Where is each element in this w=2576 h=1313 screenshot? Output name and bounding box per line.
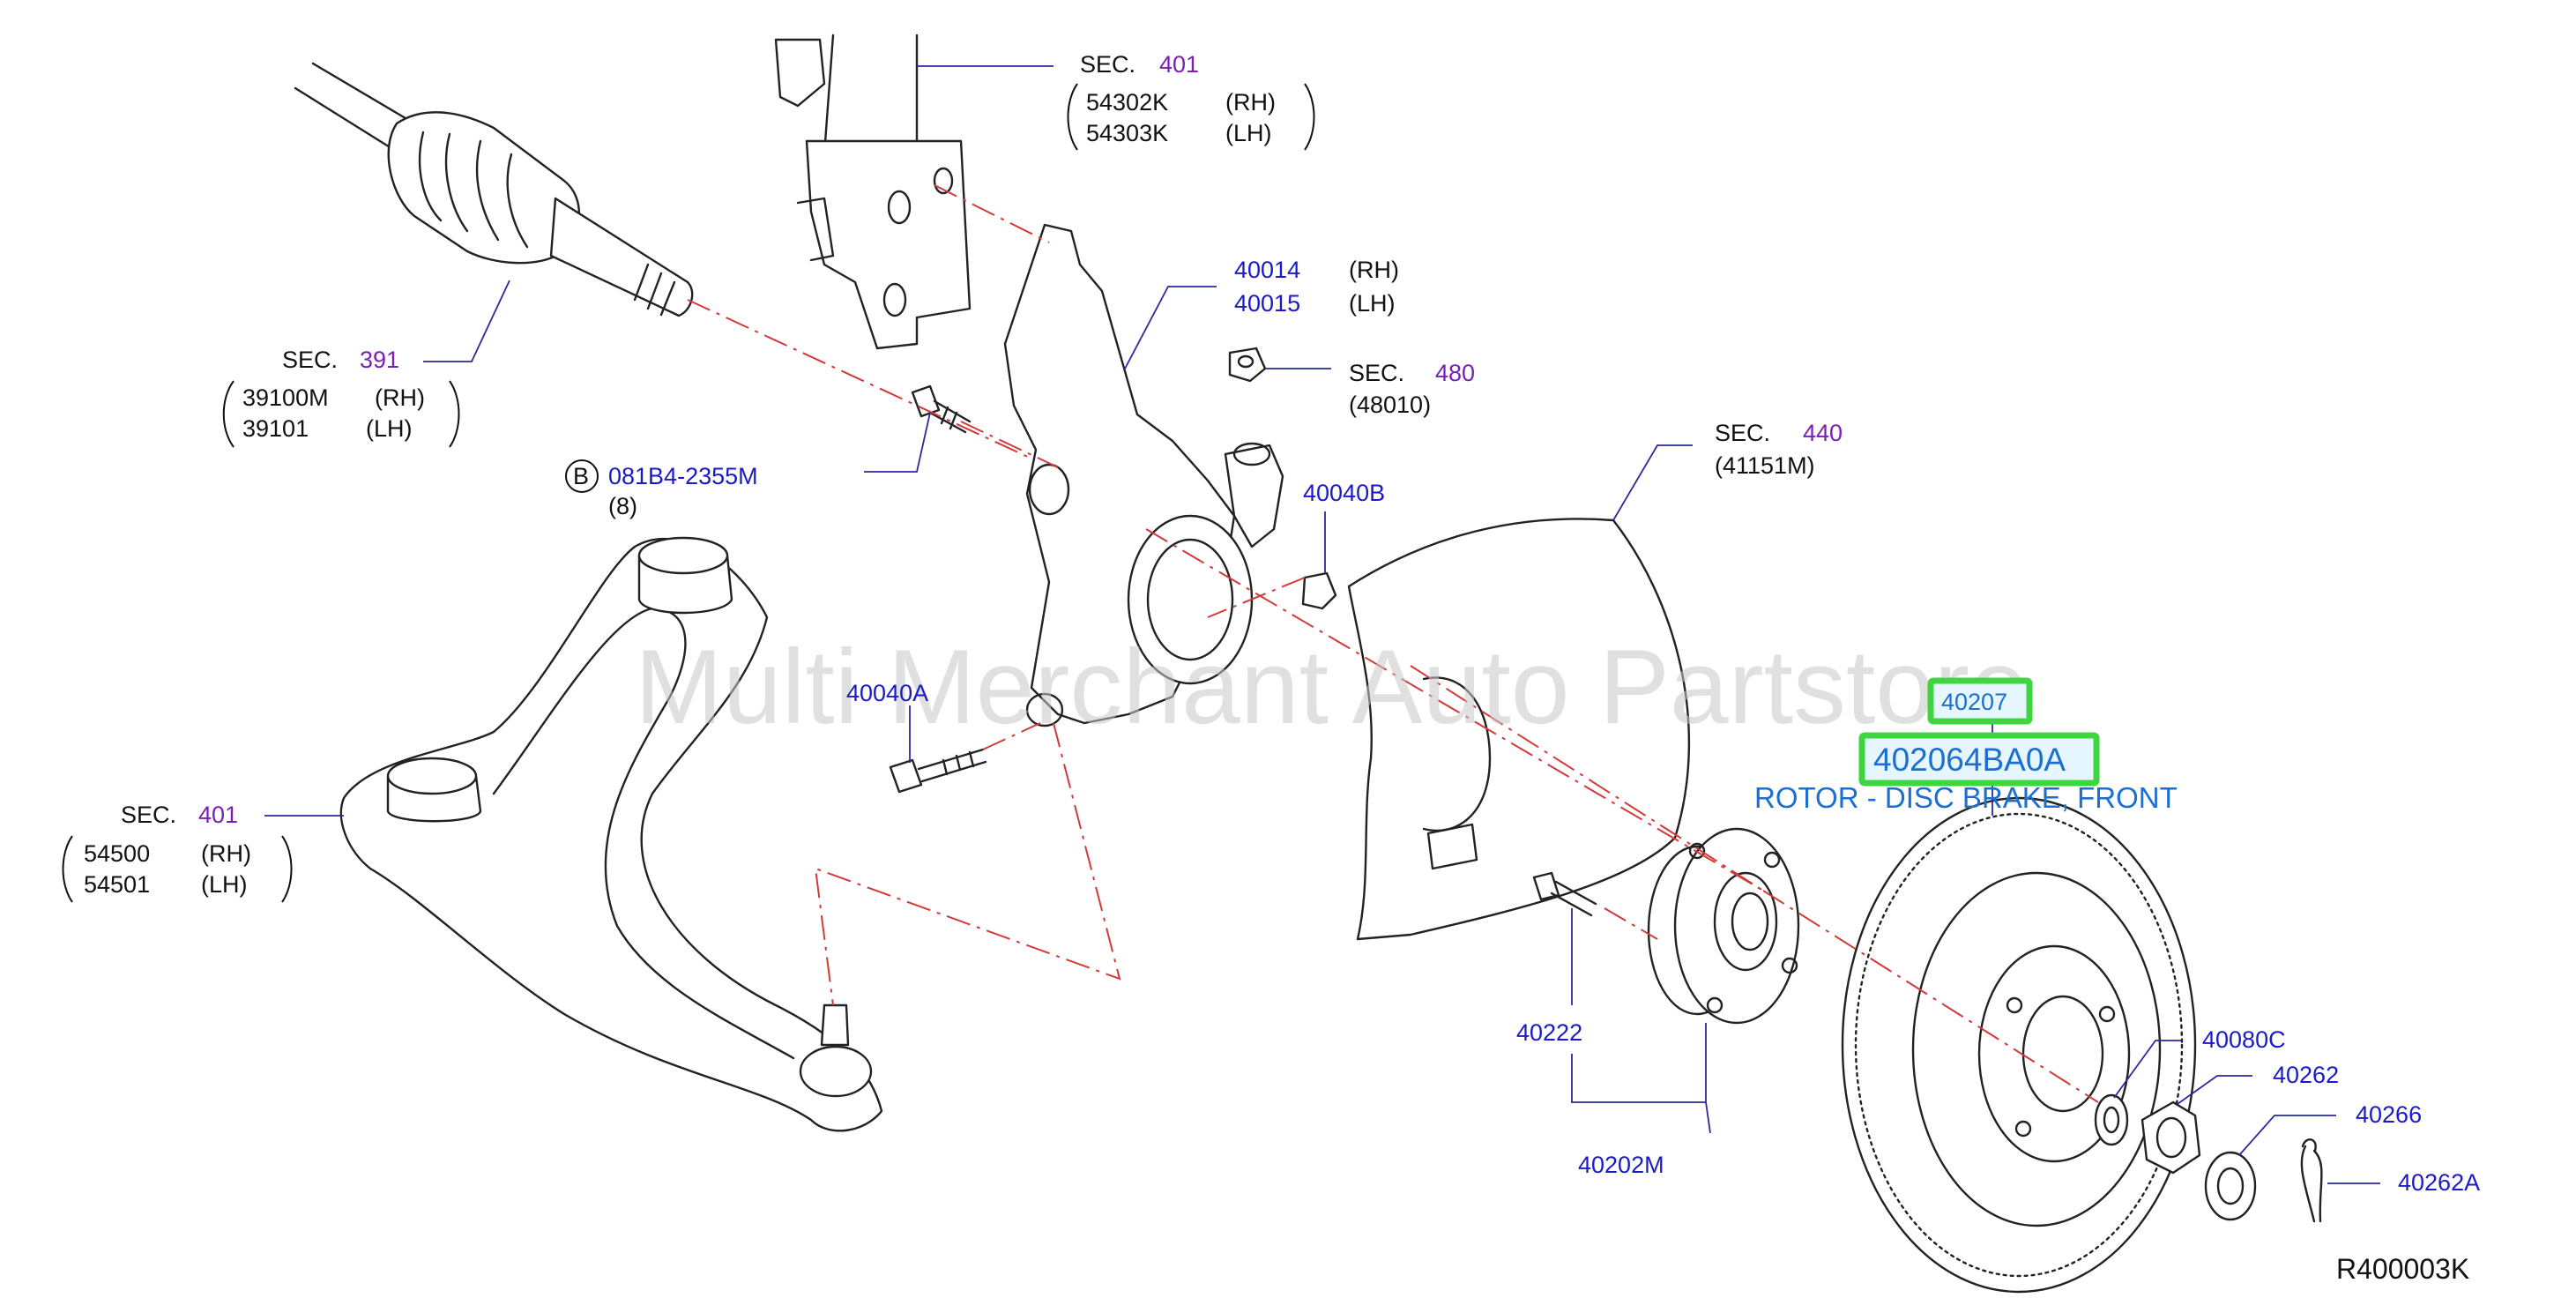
watermark: Multi Merchant Auto Partstore bbox=[635, 628, 2029, 746]
side-label: (LH) bbox=[1225, 120, 1272, 146]
wheel-hub bbox=[1647, 827, 1800, 1025]
part-number: 40266 bbox=[2356, 1101, 2422, 1128]
circle-marker bbox=[565, 459, 599, 493]
callout-dust-shield: SEC. 440 (41151M) bbox=[1612, 420, 1843, 521]
bolt-40040a bbox=[889, 748, 987, 794]
side-label: (RH) bbox=[1225, 89, 1276, 116]
rotor-ref-highlight bbox=[1927, 677, 2033, 725]
rotor-part-number[interactable]: 402064BA0A bbox=[1873, 742, 2066, 778]
callout-rotor[interactable]: 40207 402064BA0A ROTOR - DISC BRAKE, FRO… bbox=[1754, 677, 2178, 816]
circle-letter: B bbox=[573, 463, 589, 489]
callout-driveshaft: SEC. 391 39100M (RH) 39101 (LH) bbox=[222, 280, 510, 448]
sec-number: 480 bbox=[1435, 360, 1475, 386]
callout-hub-assy: 40202M bbox=[1571, 1023, 1711, 1178]
knuckle-bolt-upper bbox=[911, 384, 972, 434]
side-label: (LH) bbox=[366, 415, 413, 442]
part-number: 081B4-2355M bbox=[608, 463, 758, 489]
sec-number: 440 bbox=[1803, 420, 1843, 446]
washer-40080c bbox=[2094, 1093, 2129, 1146]
brake-nut-480 bbox=[1228, 347, 1267, 383]
callout-washer: 40080C bbox=[2113, 1026, 2286, 1099]
hub-nut-40262 bbox=[2140, 1100, 2201, 1175]
sec-number: 391 bbox=[360, 347, 399, 373]
part-number: 40040B bbox=[1303, 480, 1385, 506]
alignment-lines bbox=[687, 184, 2099, 1103]
side-label: (RH) bbox=[201, 840, 251, 867]
part-number: 40262A bbox=[2398, 1169, 2480, 1196]
callout-nut-40040b: 40040B bbox=[1303, 480, 1385, 573]
part-number: 39101 bbox=[242, 415, 309, 442]
drive-shaft bbox=[294, 62, 694, 317]
callout-lower-arm: SEC. 401 54500 (RH) 54501 (LH) bbox=[62, 802, 344, 903]
steering-knuckle bbox=[1003, 223, 1284, 727]
side-label: (RH) bbox=[375, 384, 425, 411]
callout-cotter-pin: 40262A bbox=[2327, 1169, 2480, 1196]
part-number: 54500 bbox=[84, 840, 150, 867]
sec-label: SEC. bbox=[1715, 420, 1770, 446]
part-number: 40202M bbox=[1578, 1152, 1664, 1178]
nut-retainer-40266 bbox=[2204, 1151, 2257, 1221]
side-label: (RH) bbox=[1349, 257, 1399, 283]
diagram-code: R400003K bbox=[2336, 1253, 2469, 1285]
sec-number: 401 bbox=[1159, 51, 1199, 78]
side-label: (LH) bbox=[201, 871, 248, 898]
sub-part-number: (48010) bbox=[1349, 392, 1431, 418]
rotor-ref-number[interactable]: 40207 bbox=[1941, 689, 2007, 715]
part-number: 54501 bbox=[84, 871, 150, 898]
callout-bolt-b: B 081B4-2355M (8) bbox=[565, 412, 931, 519]
sec-label: SEC. bbox=[282, 347, 338, 373]
brake-rotor bbox=[1841, 796, 2197, 1294]
part-number: 40015 bbox=[1234, 290, 1300, 317]
cotter-pin-40262a bbox=[2300, 1138, 2323, 1223]
part-number: 40262 bbox=[2273, 1062, 2339, 1088]
lower-control-arm bbox=[339, 536, 883, 1132]
callout-nut-retainer: 40266 bbox=[2238, 1101, 2422, 1156]
dust-shield bbox=[1347, 518, 1690, 941]
sub-part-number: (41151M) bbox=[1715, 452, 1815, 479]
quantity: (8) bbox=[608, 493, 637, 519]
strut-assembly bbox=[774, 34, 972, 350]
callout-strut: SEC. 401 54302K (RH) 54303K (LH) bbox=[917, 51, 1315, 151]
part-number: 54302K bbox=[1086, 89, 1168, 116]
part-number: 40014 bbox=[1234, 257, 1300, 283]
sec-label: SEC. bbox=[1349, 360, 1404, 386]
callout-brake-nut: SEC. 480 (48010) bbox=[1265, 360, 1475, 418]
part-number: 40222 bbox=[1516, 1019, 1582, 1046]
part-number: 40080C bbox=[2202, 1026, 2286, 1053]
callout-hub-bolt: 40222 bbox=[1516, 908, 1582, 1046]
callout-hub-nut: 40262 bbox=[2177, 1062, 2339, 1105]
hub-bolt-40222 bbox=[1532, 871, 1597, 917]
callout-knuckle: 40014 (RH) 40015 (LH) bbox=[1123, 257, 1399, 371]
side-label: (LH) bbox=[1349, 290, 1396, 317]
callout-bolt-40040a: 40040A bbox=[846, 680, 928, 763]
part-number: 54303K bbox=[1086, 120, 1168, 146]
part-number: 40040A bbox=[846, 680, 928, 706]
sec-number: 401 bbox=[198, 802, 238, 828]
sec-label: SEC. bbox=[1080, 51, 1135, 78]
rotor-description: ROTOR - DISC BRAKE, FRONT bbox=[1754, 781, 2178, 814]
rotor-part-highlight bbox=[1858, 732, 2100, 787]
sec-label: SEC. bbox=[121, 802, 176, 828]
part-number: 39100M bbox=[242, 384, 329, 411]
nut-40040b bbox=[1301, 571, 1337, 610]
